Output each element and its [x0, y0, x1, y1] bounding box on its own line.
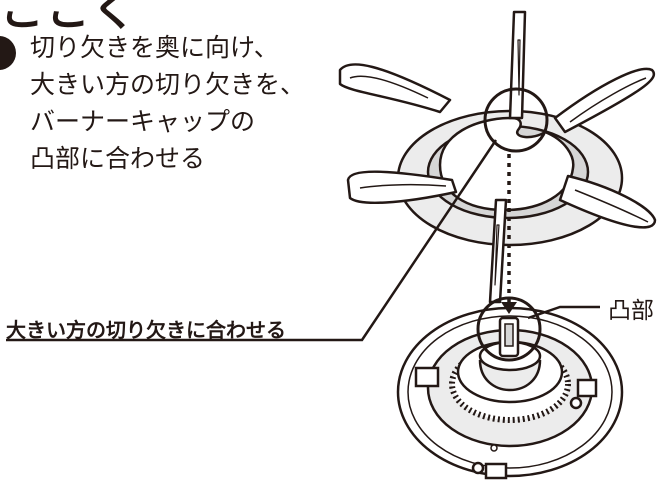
part-label: 凸部 — [608, 298, 654, 324]
callout-label: 大きい方の切り欠きに合わせる — [6, 318, 286, 342]
instruction-line-1: 切り欠きを奥に向け、 — [30, 33, 279, 62]
step-bullet-icon — [0, 36, 16, 70]
callout-leader-line — [6, 139, 498, 342]
instruction-line-4: 凸部に合わせる — [30, 144, 206, 173]
notch-highlight-circle — [483, 87, 549, 153]
instruction-line-3: バーナーキャップの — [30, 107, 256, 136]
trivet-grate — [338, 10, 657, 304]
section-heading: ここく — [0, 0, 138, 36]
instruction-line-2: 大きい方の切り欠きを、 — [30, 70, 306, 99]
burner-base — [396, 306, 624, 480]
alignment-arrow-icon — [501, 302, 517, 314]
part-leader-line — [527, 305, 600, 320]
